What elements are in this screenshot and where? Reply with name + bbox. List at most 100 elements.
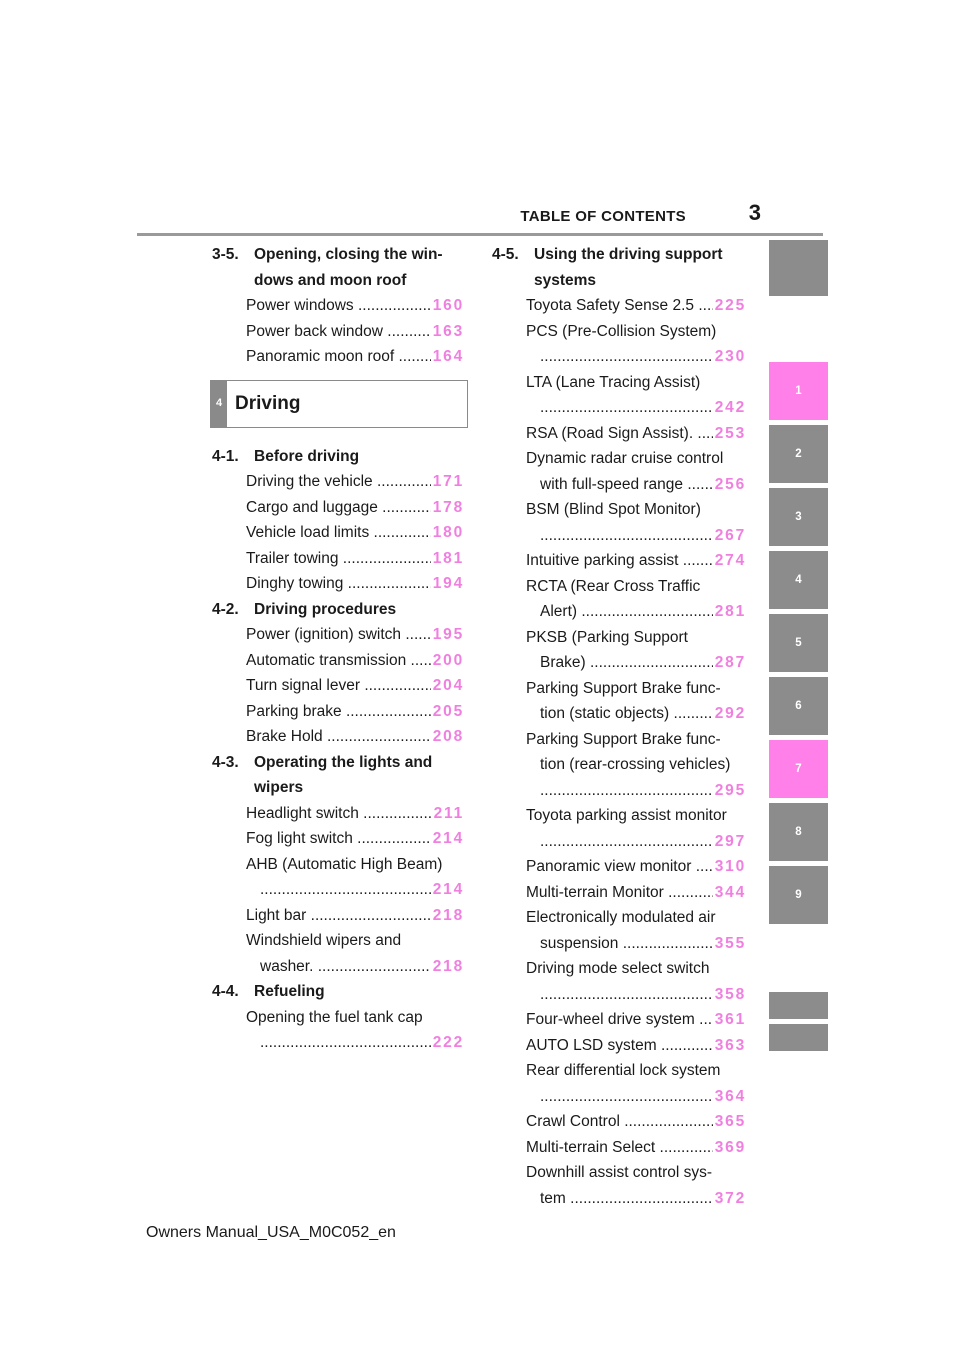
toc-entry[interactable]: AUTO LSD system363 [492, 1033, 746, 1059]
page-link: 292 [714, 705, 746, 722]
side-tab-chapter-2[interactable]: 2 [769, 425, 828, 483]
page-link: 160 [432, 297, 464, 314]
toc-entry[interactable]: Fog light switch214 [212, 826, 464, 852]
page-link: 163 [432, 322, 464, 340]
page-link: 253 [714, 424, 746, 442]
section-heading-4-5[interactable]: 4-5. Using the driving support systems [492, 246, 723, 289]
toc-entry[interactable]: Vehicle load limits180 [212, 520, 464, 546]
page-link: 364 [714, 1087, 746, 1105]
toc-entry[interactable]: Power back window163 [212, 319, 464, 345]
toc-entry[interactable]: Multi-terrain Monitor344 [492, 880, 746, 906]
page-link: 171 [432, 473, 464, 490]
toc-entry[interactable]: Headlight switch211 [212, 801, 464, 827]
page-link: 295 [714, 781, 746, 799]
section-heading-4-2[interactable]: 4-2. Driving procedures [212, 600, 397, 618]
toc-entry[interactable]: Intuitive parking assist274 [492, 548, 746, 574]
page-link: 180 [432, 524, 464, 541]
page-header: TABLE OF CONTENTS 3 [137, 200, 823, 234]
page-link: 211 [433, 804, 464, 822]
toc-entry[interactable]: Rear differential lock system364 [492, 1058, 746, 1109]
page-link: 256 [714, 475, 746, 493]
page-link: 363 [714, 1036, 746, 1054]
page-link: 287 [714, 654, 746, 671]
page-link: 372 [714, 1189, 746, 1207]
page-link: 358 [714, 985, 746, 1003]
section-heading-4-4[interactable]: 4-4. Refueling [212, 983, 325, 1000]
toc-entry[interactable]: LTA (Lane Tracing Assist)242 [492, 370, 746, 421]
side-tab-blank [769, 1024, 828, 1051]
page-link: 361 [714, 1011, 746, 1028]
side-tab-chapter-8[interactable]: 8 [769, 803, 828, 861]
toc-entry[interactable]: Driving mode select switch358 [492, 956, 746, 1007]
page-link: 310 [714, 858, 746, 875]
side-tab-chapter-9[interactable]: 9 [769, 866, 828, 924]
toc-entry[interactable]: Panoramic moon roof164 [212, 344, 464, 370]
toc-entry[interactable]: AHB (Automatic High Beam) 214 [212, 852, 464, 903]
chapter-number: 4 [211, 380, 227, 427]
toc-entry[interactable]: Toyota parking assist monitor297 [492, 803, 746, 854]
side-tab-chapter-3[interactable]: 3 [769, 488, 828, 546]
toc-entry[interactable]: Parking Support Brake func-tion (rear-cr… [492, 727, 746, 804]
page-link: 218 [432, 906, 464, 924]
side-tab-chapter-1[interactable]: 1 [769, 362, 828, 420]
page-link: 274 [714, 552, 746, 569]
toc-entry[interactable]: Parking brake205 [212, 699, 464, 725]
toc-entry[interactable]: Brake Hold208 [212, 724, 464, 750]
side-tab-chapter-4[interactable]: 4 [769, 551, 828, 609]
page-link: 164 [432, 348, 464, 365]
toc-entry[interactable]: Multi-terrain Select369 [492, 1135, 746, 1161]
toc-entry[interactable]: Opening the fuel tank cap 222 [212, 1005, 464, 1056]
toc-entry[interactable]: Electronically modulated airsuspension35… [492, 905, 746, 956]
page-link: 281 [714, 603, 746, 620]
toc-right-column: 4-5. Using the driving support systems T… [492, 242, 746, 1211]
toc-entry[interactable]: RSA (Road Sign Assist).253 [492, 421, 746, 447]
toc-entry[interactable]: PCS (Pre-Collision System)230 [492, 319, 746, 370]
side-tab-blank [769, 240, 828, 296]
page-number: 3 [748, 200, 761, 225]
toc-entry[interactable]: BSM (Blind Spot Monitor)267 [492, 497, 746, 548]
page-link: 355 [714, 934, 746, 952]
page-link: 200 [432, 651, 464, 669]
header-title: TABLE OF CONTENTS [520, 208, 686, 225]
toc-entry[interactable]: Dinghy towing194 [212, 571, 464, 597]
toc-entry[interactable]: Light bar218 [212, 903, 464, 929]
page-link: 225 [714, 297, 746, 314]
header-divider [137, 233, 823, 236]
toc-entry[interactable]: Turn signal lever204 [212, 673, 464, 699]
toc-left-column: 3-5. Opening, closing the win-dows and m… [210, 242, 468, 1056]
page-link: 267 [714, 526, 746, 544]
section-number: 3-5. [212, 246, 239, 263]
toc-entry[interactable]: Power windows160 [212, 293, 464, 319]
footer-text: Owners Manual_USA_M0C052_en [146, 1224, 396, 1241]
toc-entry[interactable]: Power (ignition) switch195 [212, 622, 464, 648]
toc-entry[interactable]: Panoramic view monitor310 [492, 854, 746, 880]
section-heading-3-5[interactable]: 3-5. Opening, closing the win-dows and m… [212, 242, 464, 293]
side-tab-chapter-5[interactable]: 5 [769, 614, 828, 672]
toc-entry[interactable]: Toyota Safety Sense 2.5225 [492, 293, 746, 319]
page-link: 181 [432, 549, 464, 567]
section-heading-4-3[interactable]: 4-3. Operating the lights and wipers [212, 753, 433, 797]
side-tab-blank [769, 992, 828, 1019]
side-tab-chapter-7[interactable]: 7 [769, 740, 828, 798]
toc-entry[interactable]: Four-wheel drive system361 [492, 1007, 746, 1033]
toc-entry[interactable]: Automatic transmission200 [212, 648, 464, 674]
toc-entry[interactable]: Cargo and luggage178 [212, 495, 464, 521]
toc-entry[interactable]: Downhill assist control sys-tem372 [492, 1160, 746, 1211]
side-tab-chapter-6[interactable]: 6 [769, 677, 828, 735]
page-link: 195 [432, 626, 464, 643]
toc-entry[interactable]: Trailer towing181 [212, 546, 464, 572]
page-link: 365 [714, 1113, 746, 1130]
toc-entry[interactable]: Windshield wipers and washer.218 [212, 928, 464, 979]
toc-entry[interactable]: Parking Support Brake func-tion (static … [492, 676, 746, 727]
chapter-title: Driving [235, 392, 301, 414]
page-link: 218 [432, 957, 464, 975]
toc-entry[interactable]: Crawl Control365 [492, 1109, 746, 1135]
page-link: 178 [432, 498, 464, 516]
toc-entry[interactable]: Driving the vehicle171 [212, 469, 464, 495]
chapter-heading-box[interactable]: 4 Driving [210, 379, 468, 428]
page-link: 230 [714, 348, 746, 365]
section-heading-4-1[interactable]: 4-1. Before driving [212, 447, 360, 465]
